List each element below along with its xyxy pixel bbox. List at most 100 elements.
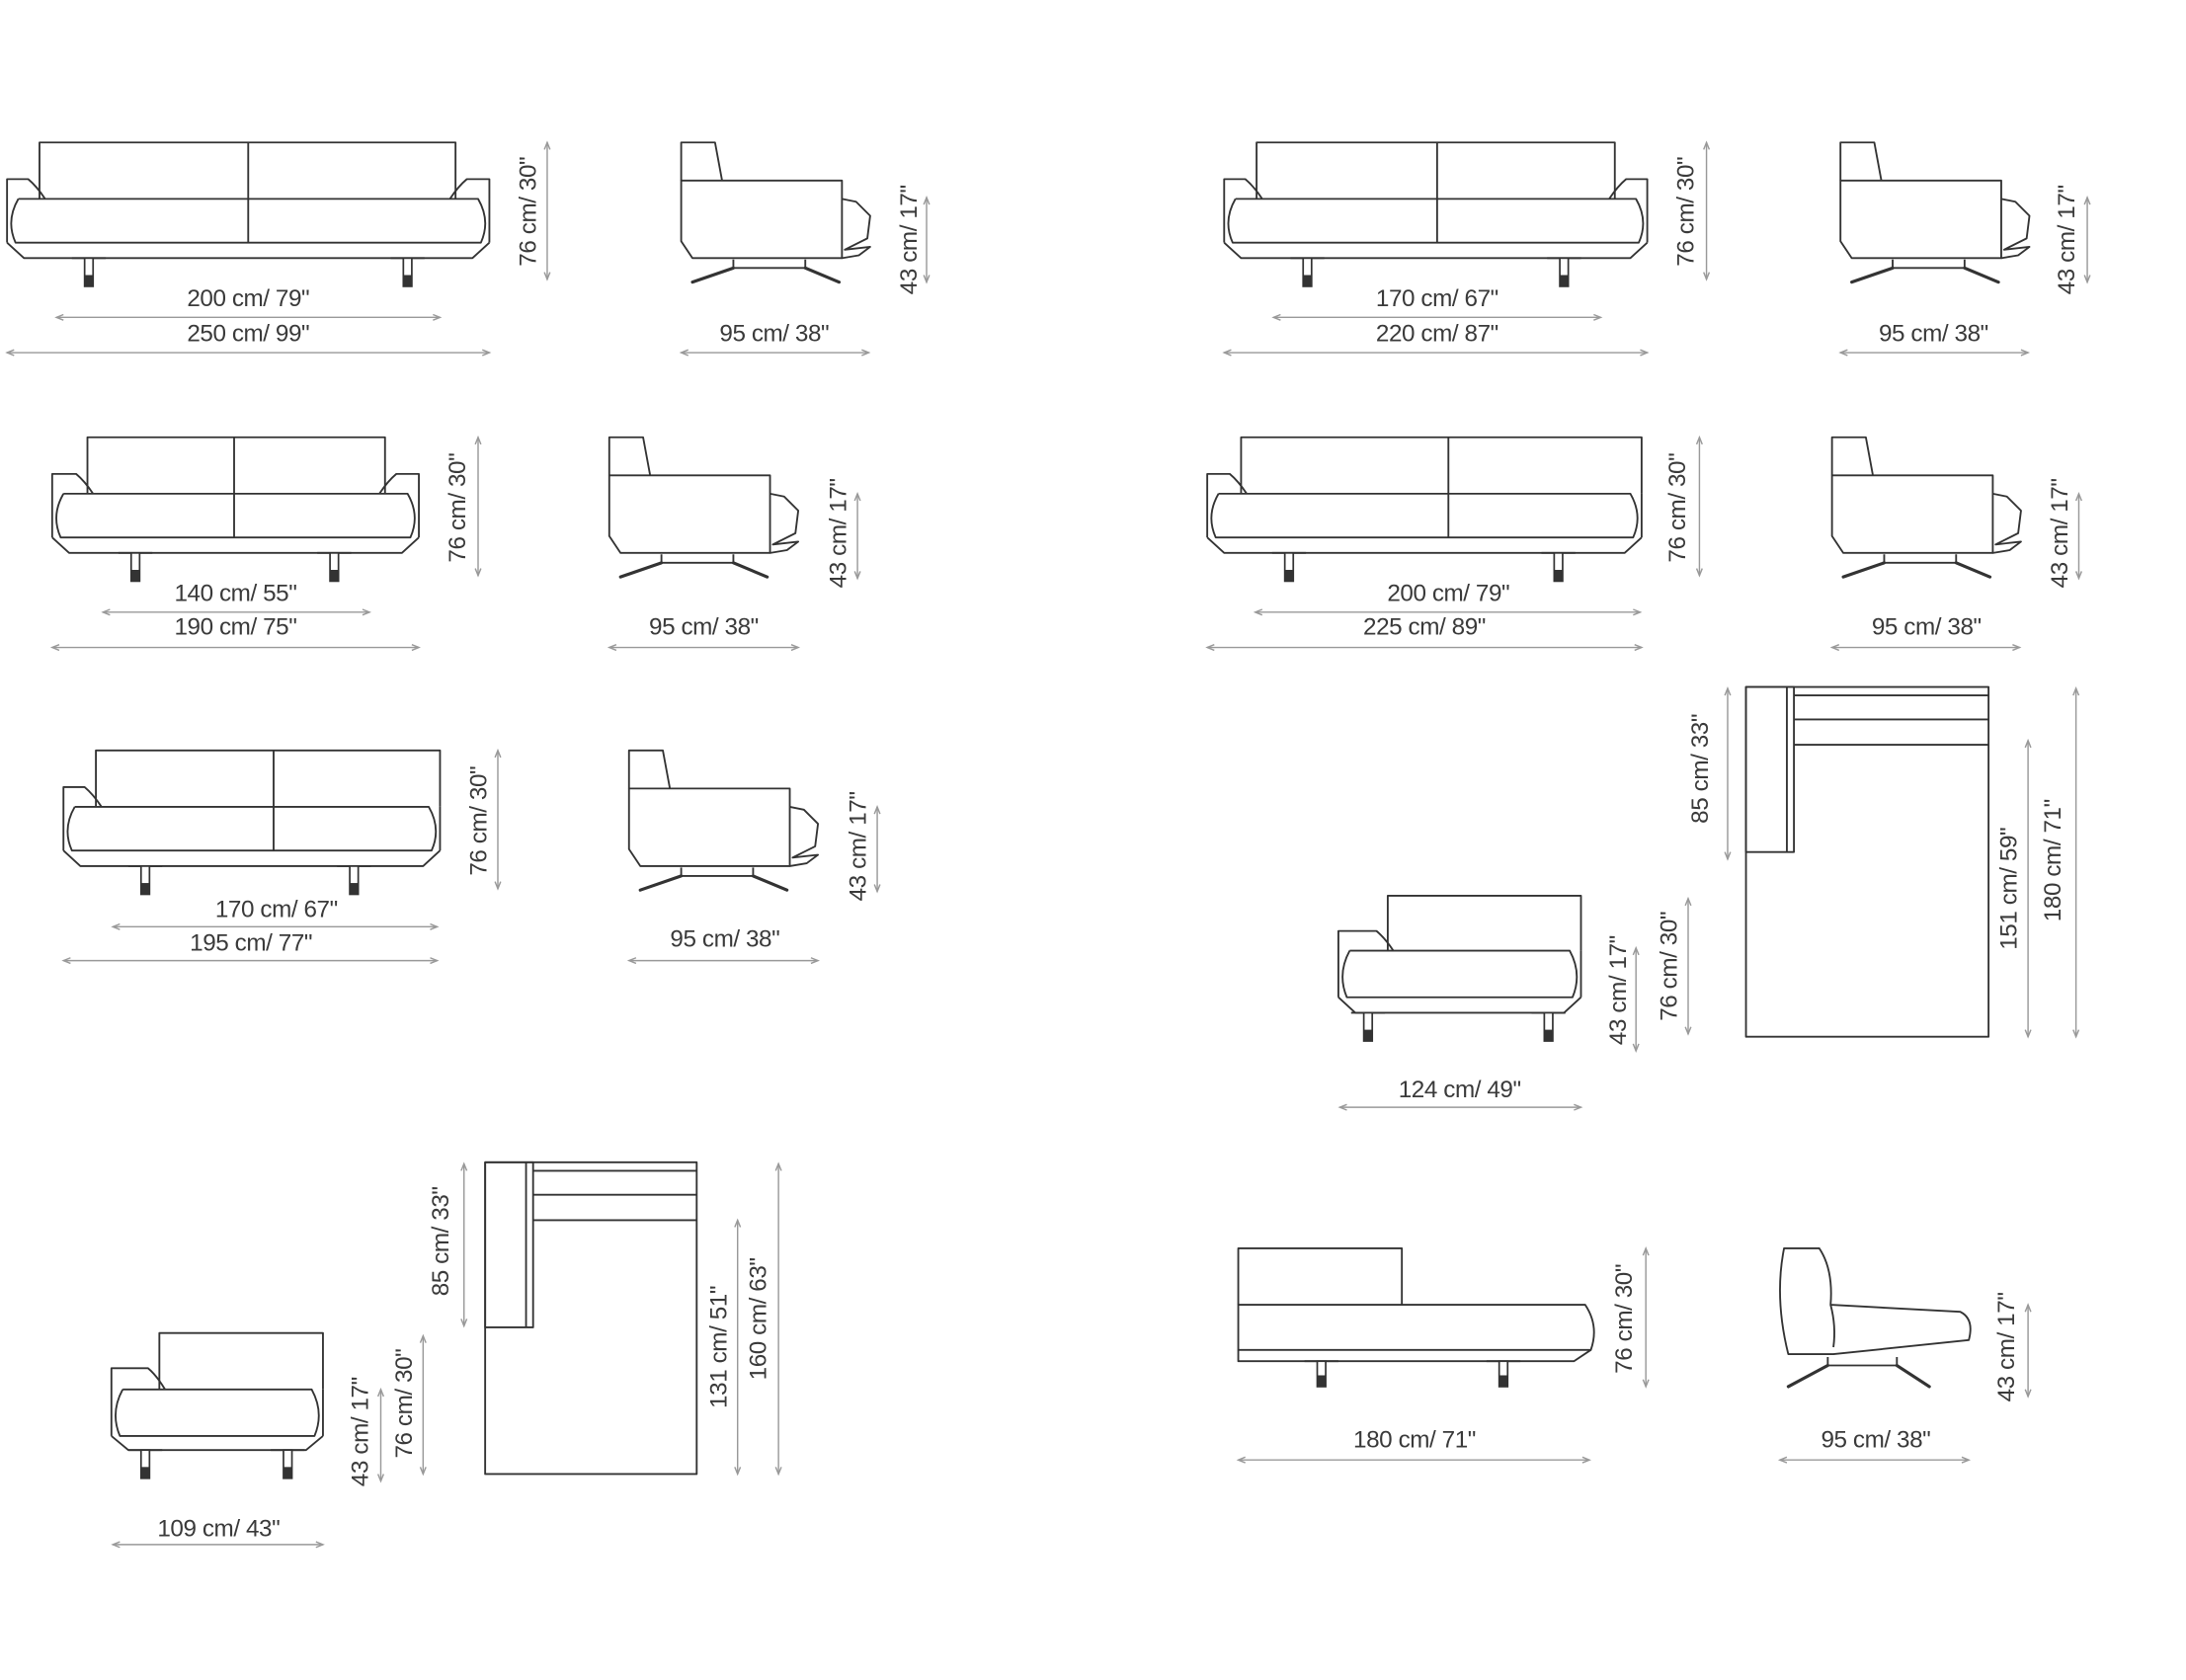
daybed-base <box>1237 1349 1592 1363</box>
back-depth-label: 85 cm/ 33" <box>1687 714 1714 824</box>
dimension-arrows <box>1829 644 2022 652</box>
dimension-arrows <box>111 922 440 930</box>
leg-foot <box>1544 1029 1553 1042</box>
daybed-180-front-view <box>1237 1247 1595 1388</box>
total-width-label: 190 cm/ 75" <box>174 614 296 641</box>
leg-foot <box>1498 1375 1508 1387</box>
dimension-arrows <box>1253 608 1643 616</box>
seat-body-side <box>680 179 844 260</box>
dimension-arrows <box>2074 491 2083 581</box>
dimension-arrows <box>1271 313 1603 321</box>
leg-frame <box>660 554 735 564</box>
daybed-180-side-view <box>1779 1247 1972 1389</box>
seat-cushion <box>1227 198 1645 244</box>
daybed-seat <box>1237 1304 1595 1351</box>
armrest-side <box>2000 198 2031 260</box>
sofa-base <box>6 241 491 260</box>
left-armrest <box>6 178 46 243</box>
sofa-base <box>1206 536 1643 554</box>
dimension-arrows <box>376 1387 385 1483</box>
leg-foot <box>130 569 140 582</box>
chaise-124-plan-view <box>1744 685 1990 1038</box>
leg-frame <box>732 259 807 270</box>
sofa-225-side-view <box>1830 436 2022 579</box>
backrest-side <box>627 749 672 789</box>
dimension-arrows <box>2072 686 2080 1039</box>
sofa-base <box>111 1435 324 1452</box>
drawings-layer <box>6 141 2031 1480</box>
dimension-arrows <box>1777 1456 1972 1464</box>
back-depth-label: 85 cm/ 33" <box>428 1186 454 1296</box>
chaise-109-plan-view <box>484 1160 698 1476</box>
leg-foot <box>1303 275 1312 286</box>
total-width-label: 195 cm/ 77" <box>190 930 312 957</box>
depth-label: 95 cm/ 38" <box>670 925 779 952</box>
sofa-220-front-view <box>1223 141 1649 287</box>
sofa-base <box>1337 997 1582 1014</box>
leg-foot <box>1317 1375 1327 1387</box>
sofa-225-front-view <box>1206 436 1643 583</box>
dimension-lines-layer <box>5 140 2091 1549</box>
seat-height-label: 43 cm/ 17" <box>1993 1292 2020 1401</box>
armrest-side <box>842 198 871 260</box>
dimension-arrows <box>774 1161 782 1477</box>
height-label: 76 cm/ 30" <box>1611 1264 1638 1374</box>
chaise-outline <box>484 1160 698 1476</box>
dimension-arrows <box>923 196 931 284</box>
dimension-arrows <box>679 349 871 357</box>
right-armrest <box>448 178 491 243</box>
chaise-124-front-view <box>1336 894 1582 1042</box>
chaise-109-front-view <box>110 1331 324 1480</box>
seat-body-side <box>1839 179 2002 260</box>
left-armrest <box>1206 472 1248 538</box>
dimension-arrows <box>2024 1303 2032 1399</box>
height-label: 76 cm/ 30" <box>1664 453 1691 563</box>
swivel-leg <box>618 561 769 579</box>
width-label: 124 cm/ 49" <box>1399 1077 1521 1103</box>
sofa-195-front-view <box>62 749 442 896</box>
armrest-side <box>789 806 820 867</box>
seat-height-label: 43 cm/ 17" <box>896 185 923 294</box>
right-armrest <box>1608 178 1649 243</box>
height-label: 76 cm/ 30" <box>516 157 542 267</box>
leg-foot <box>140 883 150 895</box>
height-label: 76 cm/ 30" <box>391 1349 418 1459</box>
backrest-side <box>1839 141 1883 181</box>
sofa-backrest <box>1255 141 1616 200</box>
dimension-arrows <box>474 435 482 578</box>
sofa-190-front-view <box>50 436 420 583</box>
total-length-label: 180 cm/ 71" <box>2040 799 2066 921</box>
seat-body-side <box>607 474 771 554</box>
dimension-arrows <box>2024 738 2032 1039</box>
depth-label: 95 cm/ 38" <box>1872 614 1982 641</box>
dimension-arrows <box>460 1161 468 1328</box>
leg-foot <box>140 1467 150 1479</box>
seat-length-label: 151 cm/ 59" <box>1996 828 2023 950</box>
daybed-backrest <box>1237 1247 1404 1306</box>
dimension-arrows <box>1724 686 1732 861</box>
side-backrest <box>1744 685 1796 853</box>
dimension-arrows <box>1205 644 1644 652</box>
seat-cushion <box>1210 492 1639 539</box>
dimension-arrows <box>1236 1456 1591 1464</box>
width-label: 109 cm/ 43" <box>157 1515 280 1542</box>
dimension-arrows <box>111 1541 325 1549</box>
leg-frame <box>1892 259 1966 270</box>
total-length-label: 160 cm/ 63" <box>745 1257 771 1380</box>
dimension-arrows <box>873 805 881 894</box>
seat-width-label: 200 cm/ 79" <box>187 285 309 312</box>
swivel-leg <box>1850 266 2000 284</box>
backrest-side <box>1830 436 1874 476</box>
total-width-label: 220 cm/ 87" <box>1376 321 1498 348</box>
dimension-arrows <box>543 140 551 281</box>
chaise-outline <box>1744 685 1990 1038</box>
armrest-side <box>769 492 800 554</box>
sofa-base <box>1223 241 1649 260</box>
left-armrest <box>62 786 103 851</box>
dimension-arrows <box>734 1218 742 1477</box>
seat-length-label: 131 cm/ 51" <box>705 1286 732 1408</box>
swivel-leg <box>1786 1363 1931 1389</box>
backrest-side <box>680 141 723 181</box>
dimension-arrows <box>2083 196 2091 284</box>
seat-height-label: 43 cm/ 17" <box>2054 185 2080 294</box>
